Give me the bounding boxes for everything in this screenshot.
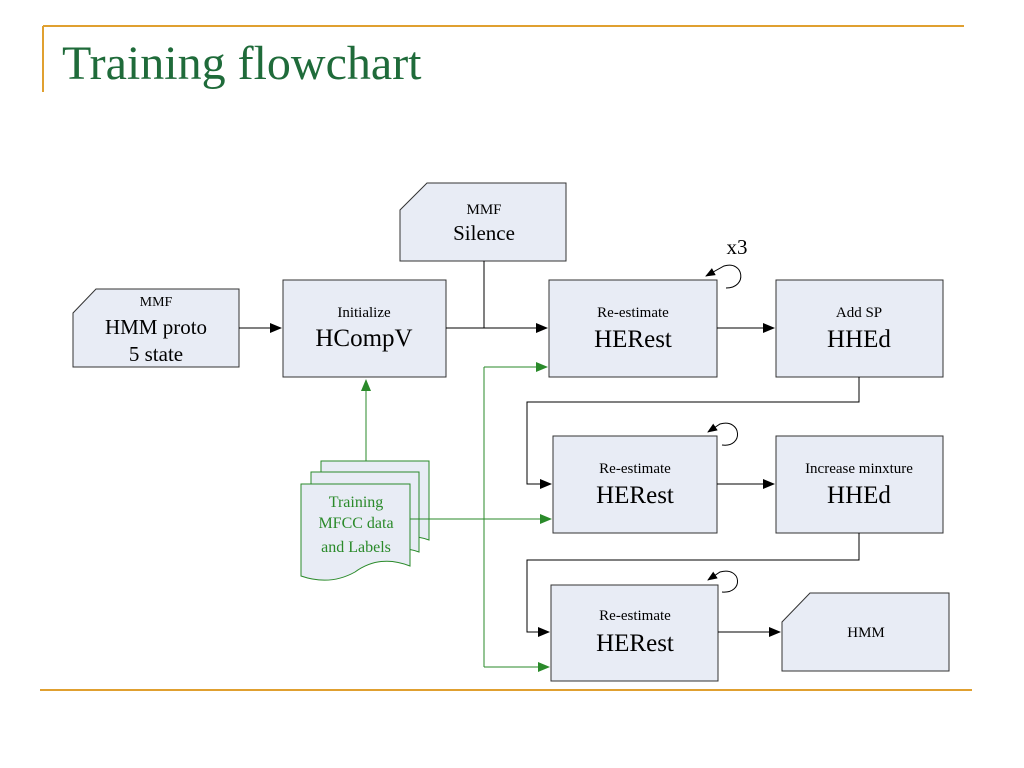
initialize-small: Initialize [337, 305, 391, 321]
add-sp-node: Add SP HHEd [775, 279, 944, 378]
training-data-node: Training MFCC data and Labels [300, 460, 430, 581]
increase-mixture-big: HHEd [827, 482, 891, 509]
reestimate-node-3: Re-estimate HERest [550, 584, 719, 682]
reestimate-2-big: HERest [596, 482, 674, 509]
increase-mixture-node: Increase minxture HHEd [775, 435, 944, 534]
reestimate-1-big: HERest [594, 326, 672, 353]
reestimate-2-small: Re-estimate [599, 461, 671, 477]
training-data-line3: and Labels [321, 539, 391, 556]
mmf-proto-node: MMF HMM proto 5 state [72, 288, 240, 368]
increase-mixture-small: Increase minxture [805, 461, 913, 477]
hmm-output-label: HMM [847, 625, 885, 641]
reestimate-3-big: HERest [596, 630, 674, 657]
training-data-line1: Training [329, 494, 384, 511]
self-loop-reestimate-3 [707, 570, 738, 593]
reestimate-node-2: Re-estimate HERest [552, 435, 718, 534]
initialize-node: Initialize HCompV [282, 279, 447, 378]
reestimate-3-small: Re-estimate [599, 608, 671, 624]
mmf-silence-big: Silence [453, 221, 515, 245]
mmf-silence-small: MMF [466, 202, 501, 218]
loop-count-label: x3 [727, 235, 748, 259]
self-loop-reestimate-1 [705, 264, 742, 289]
add-sp-small: Add SP [836, 305, 882, 321]
slide-title: Training flowchart [62, 37, 422, 90]
connector-addsp-to-reestimate2 [526, 377, 860, 489]
connector-increase-to-reestimate3 [526, 533, 860, 637]
training-data-line2: MFCC data [318, 515, 393, 532]
mmf-proto-small: MMF [140, 295, 173, 310]
initialize-big: HCompV [315, 325, 412, 352]
mmf-proto-line2: 5 state [129, 342, 183, 366]
hmm-output-node: HMM [781, 592, 950, 672]
reestimate-node-1: Re-estimate HERest [548, 279, 718, 378]
self-loop-reestimate-2 [707, 422, 738, 446]
reestimate-1-small: Re-estimate [597, 305, 669, 321]
add-sp-big: HHEd [827, 326, 891, 353]
mmf-silence-node: MMF Silence [399, 182, 567, 262]
mmf-proto-line1: HMM proto [105, 315, 207, 339]
